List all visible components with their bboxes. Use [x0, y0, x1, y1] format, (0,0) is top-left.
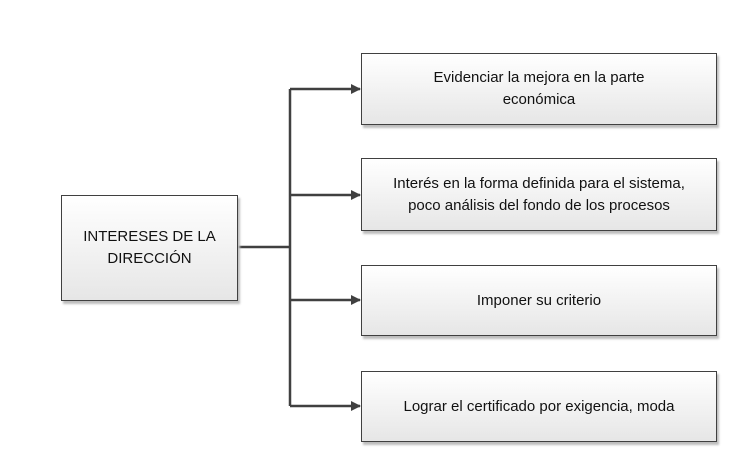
item-label: Lograr el certificado por exigencia, mod… — [403, 397, 675, 415]
root-label: INTERESES DE LA DIRECCIÓN — [83, 228, 216, 267]
item-node-3: Imponer su criterio — [361, 265, 717, 336]
item-node-1: Evidenciar la mejora en la parte económi… — [361, 53, 717, 125]
item-node-2: Interés en la forma definida para el sis… — [361, 158, 717, 231]
item-label: Interés en la forma definida para el sis… — [393, 174, 685, 214]
item-label: Evidenciar la mejora en la parte económi… — [433, 69, 645, 108]
item-node-4: Lograr el certificado por exigencia, mod… — [361, 371, 717, 442]
item-label: Imponer su criterio — [476, 291, 602, 309]
root-node: INTERESES DE LA DIRECCIÓN — [61, 195, 238, 301]
